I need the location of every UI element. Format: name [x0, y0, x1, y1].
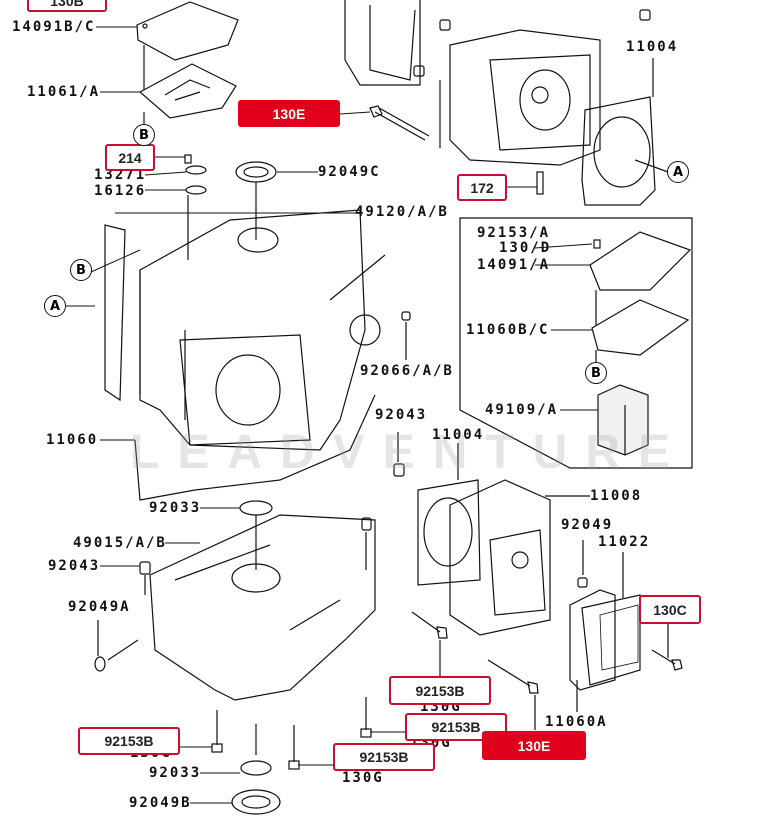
part-label-92033-top[interactable]: 92033 [149, 500, 202, 516]
part-label-11004-top[interactable]: 11004 [626, 39, 679, 55]
callout-92153B-bottom[interactable]: 92153B [333, 743, 435, 771]
inset-frame [459, 217, 693, 469]
part-label-92049[interactable]: 92049 [561, 517, 614, 533]
part-label-92049C[interactable]: 92049C [318, 164, 381, 180]
bolt-92153B-mid [411, 611, 448, 639]
reference-marker-A-left: A [44, 295, 66, 317]
reference-marker-B-left: B [70, 259, 92, 281]
clamp-13271 [185, 165, 207, 175]
cylinder-head-11008 [449, 479, 551, 636]
part-label-11004-mid[interactable]: 11004 [432, 427, 485, 443]
part-label-16126[interactable]: 16126 [94, 183, 147, 199]
part-label-11022[interactable]: 11022 [598, 534, 651, 550]
part-label-11060B-C[interactable]: 11060B/C [466, 322, 550, 338]
part-label-11061-A[interactable]: 11061/A [27, 84, 101, 100]
cylinder-head-top [449, 29, 601, 166]
gasket-11060BC [591, 299, 690, 356]
part-label-49109-A[interactable]: 49109/A [485, 402, 559, 418]
head-gasket-11004-top [581, 96, 656, 206]
head-gasket-11004-mid [417, 479, 481, 586]
callout-92153B-mid[interactable]: 92153B [389, 676, 491, 705]
part-label-92033-bottom[interactable]: 92033 [149, 765, 202, 781]
part-label-130-D[interactable]: 130/D [499, 240, 552, 256]
o-ring-92033-top [239, 500, 273, 516]
bolt-130E-top [369, 105, 430, 141]
gasket-11060 [134, 394, 376, 501]
part-label-92043-mid[interactable]: 92043 [375, 407, 428, 423]
callout-130C[interactable]: 130C [639, 595, 701, 624]
part-label-14091-A[interactable]: 14091/A [477, 257, 551, 273]
part-label-92066-A-B[interactable]: 92066/A/B [360, 363, 454, 379]
callout-214[interactable]: 214 [105, 144, 155, 171]
reference-marker-B-top: B [133, 124, 155, 146]
callout-130B[interactable]: 130B [27, 0, 107, 12]
callout-92153B-left[interactable]: 92153B [78, 727, 180, 755]
part-label-14091B-C[interactable]: 14091B/C [12, 19, 96, 35]
bolt-92153B-bottom [288, 725, 300, 770]
callout-172[interactable]: 172 [457, 174, 507, 201]
part-label-92049A[interactable]: 92049A [68, 599, 131, 615]
valve-cover-top [344, 0, 421, 86]
seal-92049 [577, 577, 588, 588]
seal-92049C [235, 161, 277, 183]
part-label-92153-A[interactable]: 92153/A [477, 225, 551, 241]
callout-130E-top[interactable]: 130E [238, 100, 340, 127]
crankcase-49120 [104, 209, 381, 451]
valve-cover-11022 [569, 589, 641, 691]
callout-130E-bottom[interactable]: 130E [482, 731, 586, 760]
seal-92049A [94, 656, 106, 672]
sub-label-130G-bottom: 130G [342, 770, 384, 786]
part-label-49015-A-B[interactable]: 49015/A/B [73, 535, 167, 551]
clamp-16126 [185, 185, 207, 195]
o-ring-92033-bottom [240, 760, 272, 776]
part-label-92043-left[interactable]: 92043 [48, 558, 101, 574]
part-label-11008[interactable]: 11008 [590, 488, 643, 504]
part-label-13271[interactable]: 13271 [94, 167, 147, 183]
reference-marker-B-inset: B [585, 362, 607, 384]
oil-pan-49015 [149, 514, 376, 701]
reference-marker-A-right: A [667, 161, 689, 183]
stud-172 [536, 171, 544, 195]
bolt-92153B-left [211, 710, 223, 753]
leader-lines [66, 26, 598, 804]
part-label-11060A[interactable]: 11060A [545, 714, 608, 730]
air-filter-element-49109A [597, 384, 649, 456]
part-label-11060[interactable]: 11060 [46, 432, 99, 448]
bolt-92153B-right [360, 697, 372, 738]
screw-214 [184, 154, 192, 164]
seal-92049B [231, 789, 281, 815]
bolt-130E-bottom [487, 659, 539, 694]
breather-plate-11061 [138, 63, 237, 119]
cover-plate-14091 [136, 1, 239, 61]
watermark: LEADVENTURE [130, 426, 689, 479]
part-label-49120-A-B[interactable]: 49120/A/B [355, 204, 449, 220]
cover-14091A [589, 231, 692, 291]
part-label-92049B[interactable]: 92049B [129, 795, 192, 811]
bolt-130C [651, 649, 683, 671]
